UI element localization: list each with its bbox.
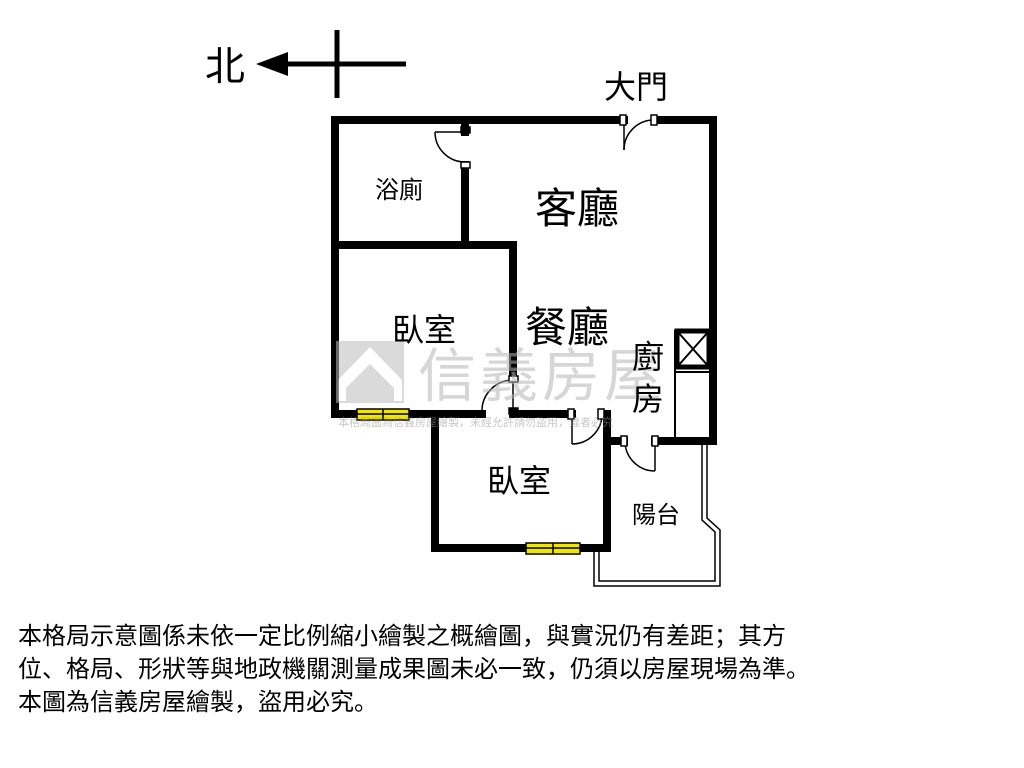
bedroom-2-door-icon — [567, 408, 605, 445]
room-labels: 大門 浴廁 客廳 餐廳 臥室 廚 房 臥室 陽台 — [375, 68, 680, 529]
main-door-icon — [619, 114, 658, 151]
bedroom-1-window-icon — [356, 408, 410, 421]
kitchen-label-line1: 廚 — [632, 338, 664, 376]
balcony-outline — [593, 441, 721, 587]
doors — [434, 114, 659, 472]
floor-plan: 北 — [205, 30, 721, 587]
bedroom-2-label: 臥室 — [487, 462, 551, 500]
dining-room-label: 餐廳 — [525, 303, 609, 352]
windows — [356, 408, 581, 555]
north-label: 北 — [205, 44, 245, 90]
kitchen-label-line2: 房 — [632, 380, 664, 418]
bathroom-label: 浴廁 — [375, 176, 423, 204]
balcony-door-icon — [620, 435, 659, 472]
main-door-label: 大門 — [604, 68, 668, 106]
watermark: 信義房屋 本格局圖為信義房屋繪製，未經允許請勿盜用，違者必究 — [336, 341, 666, 429]
disclaimer-line-3: 本圖為信義房屋繪製，盜用必究。 — [18, 688, 378, 716]
bedroom-1-label: 臥室 — [392, 311, 456, 349]
bedroom-1-door-icon — [481, 375, 519, 415]
bathroom-door-icon — [434, 126, 471, 169]
disclaimer-line-1: 本格局示意圖係未依一定比例縮小繪製之概繪圖，與實況仍有差距；其方 — [18, 622, 786, 650]
disclaimer-line-2: 位、格局、形狀等與地政機關測量成果圖未必一致，仍須以房屋現場為準。 — [18, 655, 810, 683]
balcony-label: 陽台 — [632, 501, 680, 529]
utility-box-icon — [674, 328, 712, 370]
bedroom-2-window-icon — [525, 542, 581, 555]
sinyi-logo-icon — [336, 341, 404, 403]
north-arrow-icon — [256, 52, 288, 76]
compass: 北 — [205, 30, 406, 98]
watermark-notice: 本格局圖為信義房屋繪製，未經允許請勿盜用，違者必究 — [338, 415, 613, 429]
watermark-brand: 信義房屋 — [418, 342, 666, 410]
living-room-label: 客廳 — [535, 184, 619, 233]
disclaimer-text: 本格局示意圖係未依一定比例縮小繪製之概繪圖，與實況仍有差距；其方 位、格局、形狀… — [18, 620, 1008, 719]
